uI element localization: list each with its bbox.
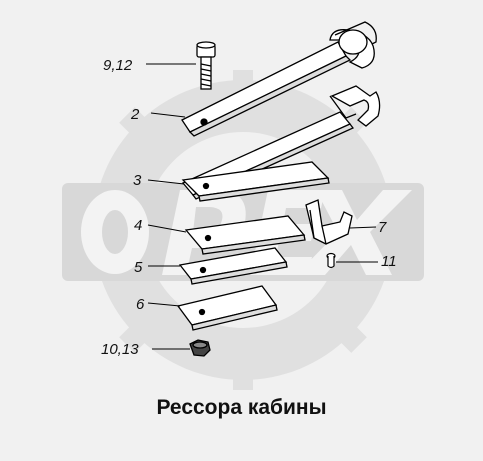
callout-6: 6 [136, 296, 145, 313]
callout-5: 5 [134, 259, 143, 276]
leaf-plate-part [181, 161, 330, 202]
callout-4: 4 [134, 217, 142, 234]
bolt-part [196, 41, 216, 90]
callout-11: 11 [381, 253, 397, 270]
clamp-bracket-part [305, 199, 353, 245]
fifth-leaf-part [176, 285, 278, 331]
third-leaf-part [184, 215, 306, 255]
diagram-caption: Рессора кабины [156, 396, 327, 419]
nut-part [189, 339, 211, 357]
leader-lines [146, 63, 378, 350]
callout-3: 3 [133, 172, 142, 189]
fourth-leaf-part [178, 247, 288, 285]
callout-9-12: 9,12 [103, 57, 133, 74]
callout-10-13: 10,13 [101, 341, 139, 358]
callout-2: 2 [130, 106, 140, 123]
callout-7: 7 [378, 219, 387, 236]
rivet-part [326, 252, 336, 269]
main-leaf-part [181, 21, 377, 137]
